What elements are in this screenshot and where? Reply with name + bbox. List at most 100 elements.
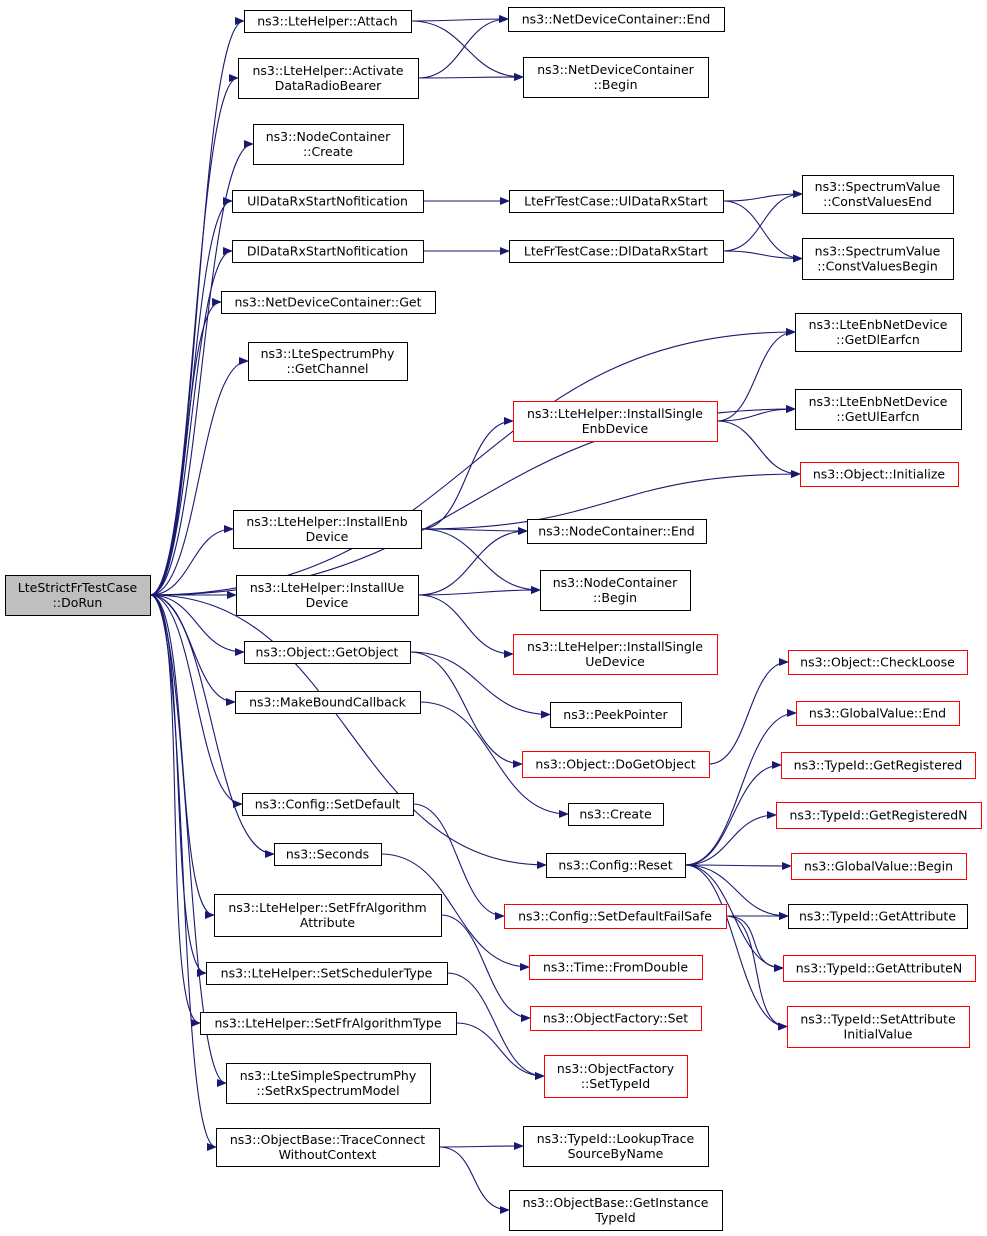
node-label-line: ns3::NodeContainer xyxy=(553,575,678,590)
node-nc-create[interactable]: ns3::NodeContainer::Create xyxy=(253,124,404,165)
node-fromdouble[interactable]: ns3::Time::FromDouble xyxy=(529,955,703,980)
node-nc-end[interactable]: ns3::NodeContainer::End xyxy=(527,519,707,544)
edges-layer xyxy=(149,15,803,1214)
node-setsched[interactable]: ns3::LteHelper::SetSchedulerType xyxy=(206,962,448,985)
node-box xyxy=(5,575,151,616)
node-label-line: ::Begin xyxy=(593,77,637,92)
node-sv-begin[interactable]: ns3::SpectrumValue::ConstValuesBegin xyxy=(802,238,954,280)
node-label-line: ns3::NetDeviceContainer::End xyxy=(522,12,711,27)
node-label-line: TypeId xyxy=(594,1210,635,1225)
node-getobject[interactable]: ns3::Object::GetObject xyxy=(244,641,411,664)
node-attach[interactable]: ns3::LteHelper::Attach xyxy=(244,10,412,33)
node-label-line: ns3::TypeId::GetAttributeN xyxy=(796,961,962,976)
node-label-line: ns3::ObjectFactory::Set xyxy=(543,1011,688,1026)
node-getattribute[interactable]: ns3::TypeId::GetAttribute xyxy=(788,904,968,929)
edge-setdefaultfailsafe-to-getattributen xyxy=(725,915,784,972)
node-gv-begin[interactable]: ns3::GlobalValue::Begin xyxy=(791,853,967,880)
node-ul-notif[interactable]: UlDataRxStartNofitication xyxy=(232,190,424,213)
edge-install_enb-to-install_single_enb xyxy=(420,417,514,530)
node-label-line: WithoutContext xyxy=(279,1147,377,1162)
node-peekpointer[interactable]: ns3::PeekPointer xyxy=(550,702,682,728)
node-label-line: ::ConstValuesBegin xyxy=(817,259,938,274)
node-dl-rxstart[interactable]: LteFrTestCase::DlDataRxStart xyxy=(509,240,724,263)
node-of-set[interactable]: ns3::ObjectFactory::Set xyxy=(530,1006,702,1031)
edge-config_reset-to-gv_begin xyxy=(684,861,792,870)
edge-dl_rxstart-to-sv_end xyxy=(722,190,803,252)
node-box xyxy=(523,57,709,98)
node-dogetobject[interactable]: ns3::Object::DoGetObject xyxy=(522,751,710,778)
node-label-line: ns3::ObjectBase::GetInstance xyxy=(523,1195,709,1210)
node-getregisteredn[interactable]: ns3::TypeId::GetRegisteredN xyxy=(776,802,982,829)
node-box xyxy=(508,7,725,32)
edge-config_reset-to-getattribute xyxy=(684,864,789,920)
node-box xyxy=(214,894,442,937)
node-of-settypeid[interactable]: ns3::ObjectFactory::SetTypeId xyxy=(544,1055,688,1098)
node-label-line: InitialValue xyxy=(844,1027,913,1042)
node-box xyxy=(253,124,404,165)
node-label-line: ::GetChannel xyxy=(286,361,368,376)
node-create[interactable]: ns3::Create xyxy=(568,803,664,826)
node-ndc-get[interactable]: ns3::NetDeviceContainer::Get xyxy=(221,291,436,314)
edge-root-to-setrxmodel xyxy=(149,594,227,1087)
node-box xyxy=(529,955,703,980)
node-label-line: DataRadioBearer xyxy=(275,78,382,93)
node-box xyxy=(791,853,967,880)
node-enb-dl[interactable]: ns3::LteEnbNetDevice::GetDlEarfcn xyxy=(795,313,962,352)
node-nc-begin[interactable]: ns3::NodeContainer::Begin xyxy=(540,570,691,611)
node-label-line: ns3::LteEnbNetDevice xyxy=(809,317,948,332)
node-label-line: ns3::NodeContainer::End xyxy=(538,524,694,539)
node-gv-end[interactable]: ns3::GlobalValue::End xyxy=(796,701,960,726)
node-getchannel[interactable]: ns3::LteSpectrumPhy::GetChannel xyxy=(248,342,408,381)
node-box xyxy=(226,1063,431,1104)
edge-attach-to-ndc_end xyxy=(410,15,509,24)
node-dl-notif[interactable]: DlDataRxStartNofitication xyxy=(232,240,424,263)
node-ndc-end[interactable]: ns3::NetDeviceContainer::End xyxy=(508,7,725,32)
node-box xyxy=(550,702,682,728)
node-traceconnect[interactable]: ns3::ObjectBase::TraceConnectWithoutCont… xyxy=(216,1128,440,1167)
node-box xyxy=(802,175,954,214)
node-label-line: ns3::PeekPointer xyxy=(563,707,668,722)
node-box xyxy=(788,650,968,675)
node-getregistered[interactable]: ns3::TypeId::GetRegistered xyxy=(781,752,976,779)
node-ndc-begin[interactable]: ns3::NetDeviceContainer::Begin xyxy=(523,57,709,98)
node-obj-init[interactable]: ns3::Object::Initialize xyxy=(800,462,959,487)
edge-getobject-to-peekpointer xyxy=(409,651,551,719)
node-label-line: SourceByName xyxy=(568,1146,664,1161)
edge-setffr_attr-to-of_set xyxy=(440,914,531,1022)
node-ul-rxstart[interactable]: LteFrTestCase::UlDataRxStart xyxy=(509,190,724,213)
node-box xyxy=(522,751,710,778)
node-checkloose[interactable]: ns3::Object::CheckLoose xyxy=(788,650,968,675)
node-makebound[interactable]: ns3::MakeBoundCallback xyxy=(235,691,421,714)
node-setrxmodel[interactable]: ns3::LteSimpleSpectrumPhy::SetRxSpectrum… xyxy=(226,1063,431,1104)
node-setffr-type[interactable]: ns3::LteHelper::SetFfrAlgorithmType xyxy=(200,1012,457,1035)
edge-root-to-activate xyxy=(149,74,239,596)
node-box xyxy=(232,190,424,213)
node-root[interactable]: LteStrictFrTestCase::DoRun xyxy=(5,575,151,616)
node-label-line: ns3::Object::GetObject xyxy=(256,645,399,660)
node-seconds[interactable]: ns3::Seconds xyxy=(274,843,382,866)
node-getattributen[interactable]: ns3::TypeId::GetAttributeN xyxy=(783,955,976,982)
node-config-reset[interactable]: ns3::Config::Reset xyxy=(546,853,686,878)
node-enb-ul[interactable]: ns3::LteEnbNetDevice::GetUlEarfcn xyxy=(795,389,962,430)
edge-traceconnect-to-lookuptrace xyxy=(438,1142,524,1151)
edge-root-to-setdefault xyxy=(149,594,243,808)
node-box xyxy=(530,1006,702,1031)
node-box xyxy=(795,389,962,430)
node-label-line: ns3::LteHelper::Activate xyxy=(252,63,403,78)
node-box xyxy=(206,962,448,985)
node-setdefault[interactable]: ns3::Config::SetDefault xyxy=(242,793,414,816)
node-setdefaultfailsafe[interactable]: ns3::Config::SetDefaultFailSafe xyxy=(504,904,727,929)
node-label-line: ns3::Config::Reset xyxy=(558,858,672,873)
node-box xyxy=(527,519,707,544)
node-sv-end[interactable]: ns3::SpectrumValue::ConstValuesEnd xyxy=(802,175,954,214)
edge-config_reset-to-getregisteredn xyxy=(684,811,777,866)
